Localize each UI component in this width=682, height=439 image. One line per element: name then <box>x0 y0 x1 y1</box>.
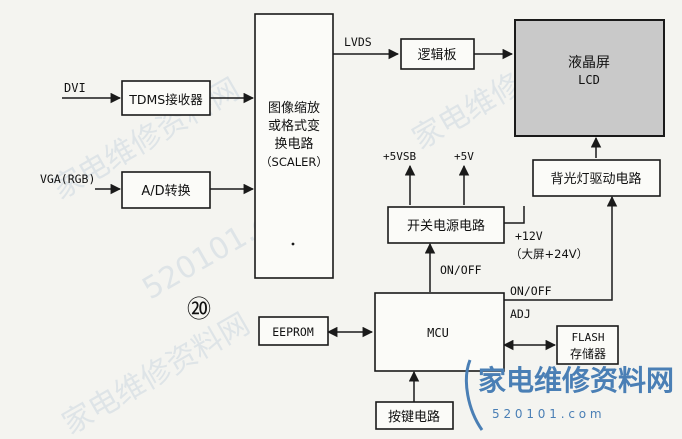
lcd-block: 液晶屏 LCD <box>514 19 665 137</box>
power-supply-label: 开关电源电路 <box>407 218 485 234</box>
signal-labels: DVI VGA(RGB) LVDS +5VSB +5V +12V （大屏+24V… <box>40 35 588 323</box>
lcd-label-line1: 液晶屏 <box>568 55 610 71</box>
logo-swoosh-icon <box>464 359 484 431</box>
scaler-label-line1: 图像缩放 <box>268 100 320 116</box>
mcu-label: MCU <box>427 326 449 340</box>
power-to-backlight-line <box>504 206 525 224</box>
scaler-label-line2: 或格式变 <box>268 118 320 134</box>
flash-label-line1: FLASH <box>571 331 604 344</box>
backlight-driver-block: 背光灯驱动电路 <box>532 159 661 197</box>
figure-number: ⑳ <box>187 295 211 323</box>
24v-label: （大屏+24V） <box>510 247 588 261</box>
mcu-block: MCU <box>374 292 505 372</box>
lcd-label-line2: LCD <box>578 73 600 87</box>
logic-board-block: 逻辑板 <box>400 38 475 70</box>
eeprom-block: EEPROM <box>258 316 329 346</box>
12v-label: +12V <box>515 229 543 243</box>
vga-label: VGA(RGB) <box>40 172 95 186</box>
scaler-label-line3: 换电路 <box>274 136 313 152</box>
logo-site-text: 5 2 0 1 0 1 . c o m <box>492 407 602 421</box>
logo-brand-text: 家电维修资料网 <box>478 364 674 397</box>
flash-block: FLASH 存储器 <box>556 325 619 365</box>
connection-lines <box>62 48 618 402</box>
tdms-label: TDMS接收器 <box>128 92 203 107</box>
scaler-label-line4: （SCALER） <box>260 155 328 169</box>
5vsb-label: +5VSB <box>383 150 416 163</box>
mcu-to-backlight-arrow <box>504 195 618 301</box>
eeprom-label: EEPROM <box>272 325 314 339</box>
power-onoff-label: ON/OFF <box>440 263 482 277</box>
speck-dot <box>291 242 295 246</box>
watermark-logo: 家电维修资料网 5 2 0 1 0 1 . c o m <box>464 359 674 431</box>
dvi-label: DVI <box>64 81 86 95</box>
backlight-driver-label: 背光灯驱动电路 <box>550 171 641 187</box>
keys-label: 按键电路 <box>388 409 440 425</box>
backlight-onoff-label: ON/OFF <box>510 284 552 298</box>
scaler-block: 图像缩放 或格式变 换电路 （SCALER） <box>254 13 334 279</box>
flash-label-line2: 存储器 <box>570 346 606 361</box>
tdms-block: TDMS接收器 <box>121 80 211 116</box>
power-supply-block: 开关电源电路 <box>387 206 505 244</box>
adj-label: ADJ <box>510 307 531 321</box>
logic-board-label: 逻辑板 <box>417 48 456 63</box>
keys-block: 按键电路 <box>375 401 454 430</box>
5v-label: +5V <box>454 150 474 163</box>
ad-label: A/D转换 <box>141 184 190 199</box>
lvds-label: LVDS <box>344 35 372 49</box>
ad-block: A/D转换 <box>121 171 211 209</box>
watermark-text: 家电维修资料网 <box>57 307 256 439</box>
